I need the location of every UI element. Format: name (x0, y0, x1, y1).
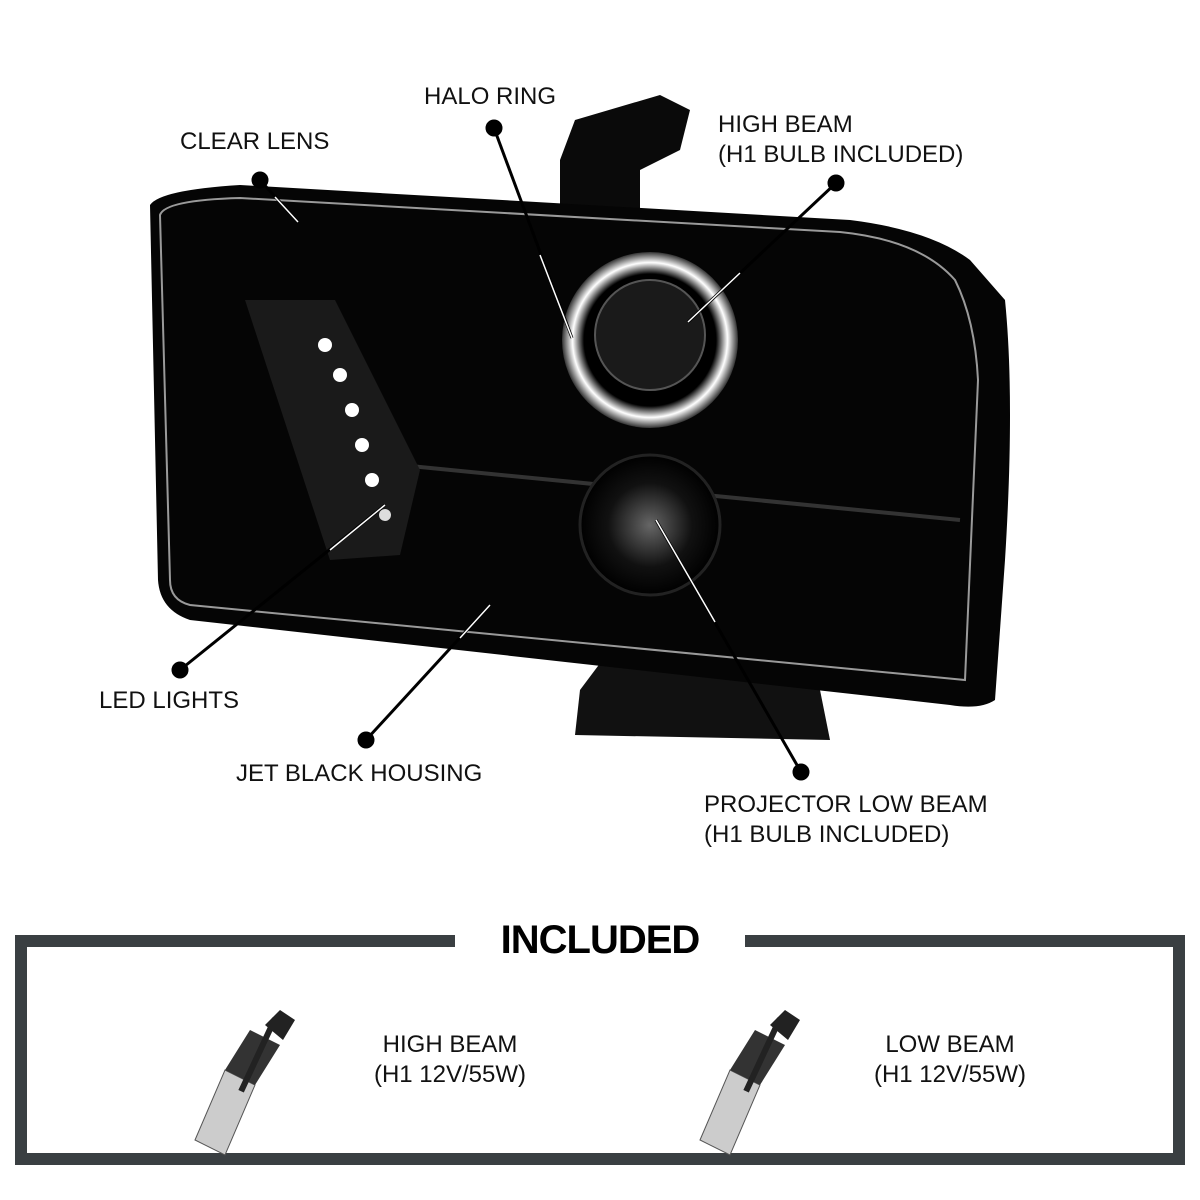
callout-dot-led-lights (171, 661, 189, 679)
projector-low-beam (578, 453, 722, 597)
housing (150, 185, 1010, 707)
clear-lens (158, 196, 980, 682)
included-title: INCLUDED (500, 918, 701, 962)
top-bracket (560, 95, 690, 230)
included-low-beam-name: LOW BEAM (885, 1031, 1015, 1058)
label-high-beam-sub: (H1 BULB INCLUDED) (718, 141, 964, 168)
included-low-beam-spec: (H1 12V/55W) (873, 1061, 1027, 1088)
label-led-lights: LED LIGHTS (99, 687, 240, 714)
led-strip (245, 300, 420, 560)
included-box (15, 935, 1185, 1165)
label-projector-low-beam-sub: (H1 BULB INCLUDED) (704, 821, 950, 848)
bottom-bracket (575, 650, 830, 740)
label-halo-ring: HALO RING (424, 83, 557, 110)
label-projector-low-beam: PROJECTOR LOW BEAM (704, 791, 988, 818)
included-high-beam-spec: (H1 12V/55W) (373, 1061, 527, 1088)
callout-dot-clear-lens (251, 171, 269, 189)
callout-dot-housing (357, 731, 375, 749)
callout-dot-low-beam (792, 763, 810, 781)
label-clear-lens: CLEAR LENS (180, 128, 330, 155)
included-high-beam-name: HIGH BEAM (382, 1031, 518, 1058)
callout-dot-halo-ring (485, 119, 503, 137)
headlight-illustration (150, 95, 1010, 781)
label-jet-black-housing: JET BLACK HOUSING (236, 760, 483, 787)
callout-dot-high-beam (827, 174, 845, 192)
label-high-beam: HIGH BEAM (718, 111, 853, 138)
